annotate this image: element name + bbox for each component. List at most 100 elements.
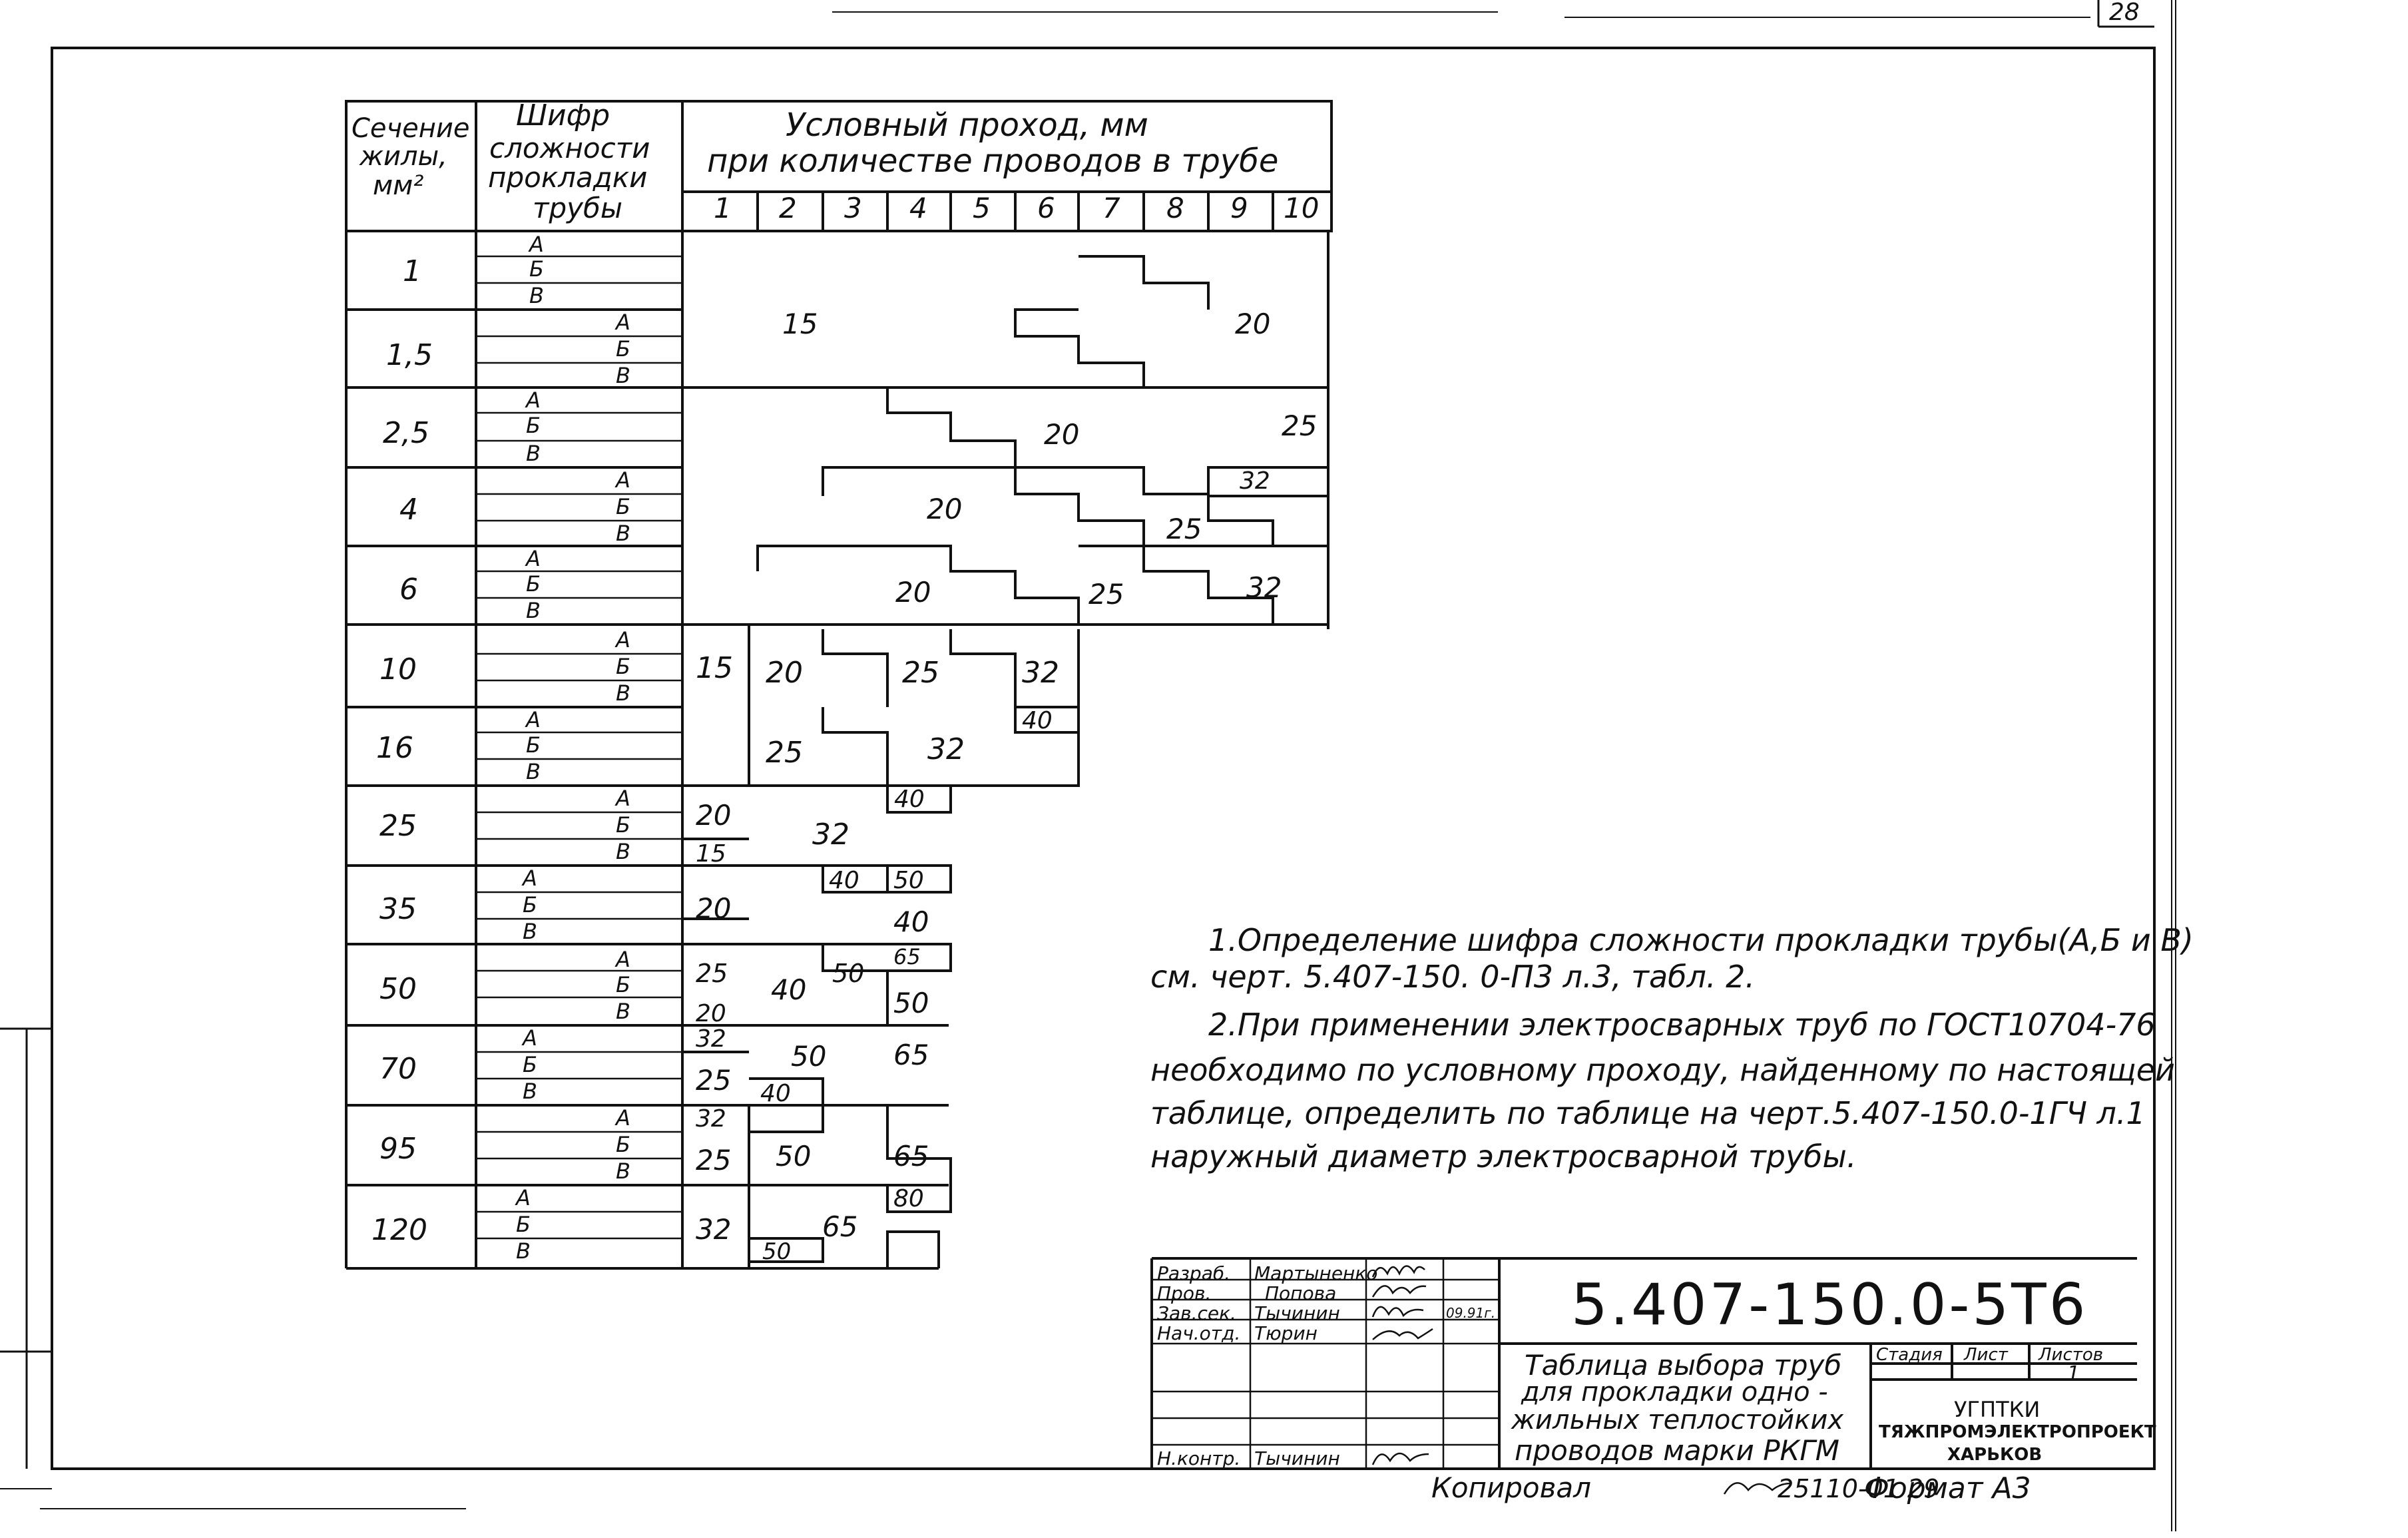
pipe-value: 32 bbox=[696, 1105, 726, 1133]
grade-V: В bbox=[526, 598, 541, 623]
name-developer: Мартыненко bbox=[1254, 1262, 1378, 1284]
grade-A: А bbox=[616, 1105, 630, 1131]
wire-count-7: 7 bbox=[1102, 192, 1120, 224]
pipe-value: 15 bbox=[696, 651, 733, 685]
note-line-5: таблице, определить по таблице на черт.5… bbox=[1150, 1095, 2146, 1131]
note-line-4: необходимо по условному проходу, найденн… bbox=[1150, 1052, 2175, 1088]
wire-count-6: 6 bbox=[1037, 192, 1055, 224]
grade-B: Б bbox=[523, 892, 537, 917]
pipe-value: 15 bbox=[782, 308, 818, 340]
header-section-line-1: Сечение bbox=[352, 113, 470, 144]
grade-A: А bbox=[526, 707, 541, 732]
wire-count-2: 2 bbox=[779, 192, 797, 224]
wire-count-5: 5 bbox=[973, 192, 991, 224]
grade-B: Б bbox=[616, 654, 630, 679]
wire-count-4: 4 bbox=[909, 192, 927, 224]
drawing-designation: 5.407-150.0-5Т6 bbox=[1571, 1272, 2088, 1338]
pipe-value: 32 bbox=[1022, 656, 1059, 690]
pipe-value: 65 bbox=[822, 1210, 858, 1243]
pipe-value: 32 bbox=[812, 818, 849, 852]
header-section-line-3: мм² bbox=[373, 170, 424, 201]
pipe-value: 50 bbox=[791, 1040, 827, 1073]
format-label: Формат А3 bbox=[1864, 1471, 2031, 1505]
section-row-6: 6 bbox=[399, 573, 418, 607]
grade-B: Б bbox=[516, 1212, 531, 1237]
wire-count-9: 9 bbox=[1230, 192, 1248, 224]
pipe-value: 20 bbox=[766, 656, 803, 690]
grade-V: В bbox=[523, 919, 537, 944]
role-developer: Разраб. bbox=[1157, 1262, 1231, 1284]
title-line-2: для прокладки одно - bbox=[1521, 1377, 1828, 1408]
note-line-3: 2.При применении электросварных труб по … bbox=[1208, 1007, 2156, 1043]
grade-V: В bbox=[616, 839, 630, 864]
pipe-value: 20 bbox=[927, 493, 963, 525]
wire-count-8: 8 bbox=[1166, 192, 1184, 224]
wire-count-3: 3 bbox=[844, 192, 862, 224]
pipe-value: 65 bbox=[893, 944, 921, 969]
pipe-value: 65 bbox=[893, 1140, 929, 1172]
pipe-value: 50 bbox=[762, 1238, 792, 1265]
section-row-1: 1 bbox=[403, 254, 421, 288]
section-row-25: 25 bbox=[379, 809, 417, 843]
note-line-2: см. черт. 5.407-150. 0-П3 л.3, табл. 2. bbox=[1150, 959, 1756, 995]
grade-B: Б bbox=[526, 413, 541, 438]
pipe-value: 20 bbox=[696, 799, 732, 832]
grade-B: Б bbox=[526, 732, 541, 758]
header-code-line-1: Шифр bbox=[516, 99, 610, 132]
grade-A: А bbox=[616, 947, 630, 972]
role-section-head: Зав.сек. bbox=[1157, 1302, 1236, 1324]
pipe-value: 25 bbox=[696, 959, 728, 988]
grade-V: В bbox=[529, 283, 544, 308]
name-dept-head: Тюрин bbox=[1254, 1322, 1318, 1344]
title-line-1: Таблица выбора труб bbox=[1525, 1349, 1842, 1382]
pipe-value: 50 bbox=[893, 867, 924, 894]
pipe-value: 32 bbox=[696, 1213, 732, 1246]
copied-code: 25110-01 29 bbox=[1778, 1474, 1940, 1503]
header-passage-line-1: Условный проход, мм bbox=[786, 107, 1148, 144]
grade-V: В bbox=[616, 1158, 630, 1184]
grade-B: Б bbox=[616, 494, 630, 519]
pipe-value: 25 bbox=[766, 736, 803, 770]
title-line-4: проводов марки РКГМ bbox=[1515, 1434, 1839, 1467]
grade-A: А bbox=[529, 232, 544, 257]
sheet-label: Лист bbox=[1964, 1345, 2008, 1365]
pipe-value: 50 bbox=[776, 1140, 812, 1172]
name-norm-control: Тычинин bbox=[1254, 1447, 1340, 1469]
page-number: 28 bbox=[2109, 0, 2140, 26]
note-line-6: наружный диаметр электросварной трубы. bbox=[1150, 1139, 1857, 1174]
header-section-line-2: жилы, bbox=[360, 141, 447, 172]
role-norm-control: Н.контр. bbox=[1157, 1447, 1241, 1469]
title-line-3: жильных теплостойких bbox=[1511, 1405, 1843, 1435]
grade-A: А bbox=[616, 786, 630, 811]
pipe-value: 20 bbox=[1235, 308, 1271, 340]
pipe-value: 50 bbox=[893, 987, 929, 1019]
pipe-value: 32 bbox=[927, 732, 965, 766]
grade-A: А bbox=[526, 387, 541, 413]
pipe-value: 40 bbox=[894, 786, 925, 813]
pipe-value: 32 bbox=[696, 1025, 726, 1053]
grade-A: А bbox=[516, 1185, 531, 1210]
grade-A: А bbox=[616, 467, 630, 493]
sheets-value: 1 bbox=[2067, 1362, 2080, 1386]
grade-B: Б bbox=[526, 571, 541, 597]
grade-V: В bbox=[526, 759, 541, 784]
org-line-1: УГПТКИ bbox=[1954, 1397, 2041, 1422]
grade-V: В bbox=[516, 1238, 531, 1264]
section-row-2-5: 2,5 bbox=[383, 416, 429, 450]
header-passage-line-2: при количестве проводов в трубе bbox=[707, 142, 1279, 180]
section-row-120: 120 bbox=[371, 1213, 427, 1247]
grade-B: Б bbox=[616, 336, 630, 362]
grade-B: Б bbox=[523, 1052, 537, 1077]
step-boundaries bbox=[682, 255, 1329, 1268]
name-checker: Попова bbox=[1265, 1282, 1337, 1304]
section-row-16: 16 bbox=[376, 731, 413, 765]
role-checker: Пров. bbox=[1157, 1282, 1212, 1304]
grade-B: Б bbox=[616, 972, 630, 997]
section-row-1-5: 1,5 bbox=[386, 338, 433, 372]
pipe-value: 32 bbox=[1246, 571, 1282, 604]
section-row-35: 35 bbox=[379, 892, 417, 926]
grade-A: А bbox=[526, 546, 541, 571]
pipe-value: 20 bbox=[696, 1000, 726, 1027]
